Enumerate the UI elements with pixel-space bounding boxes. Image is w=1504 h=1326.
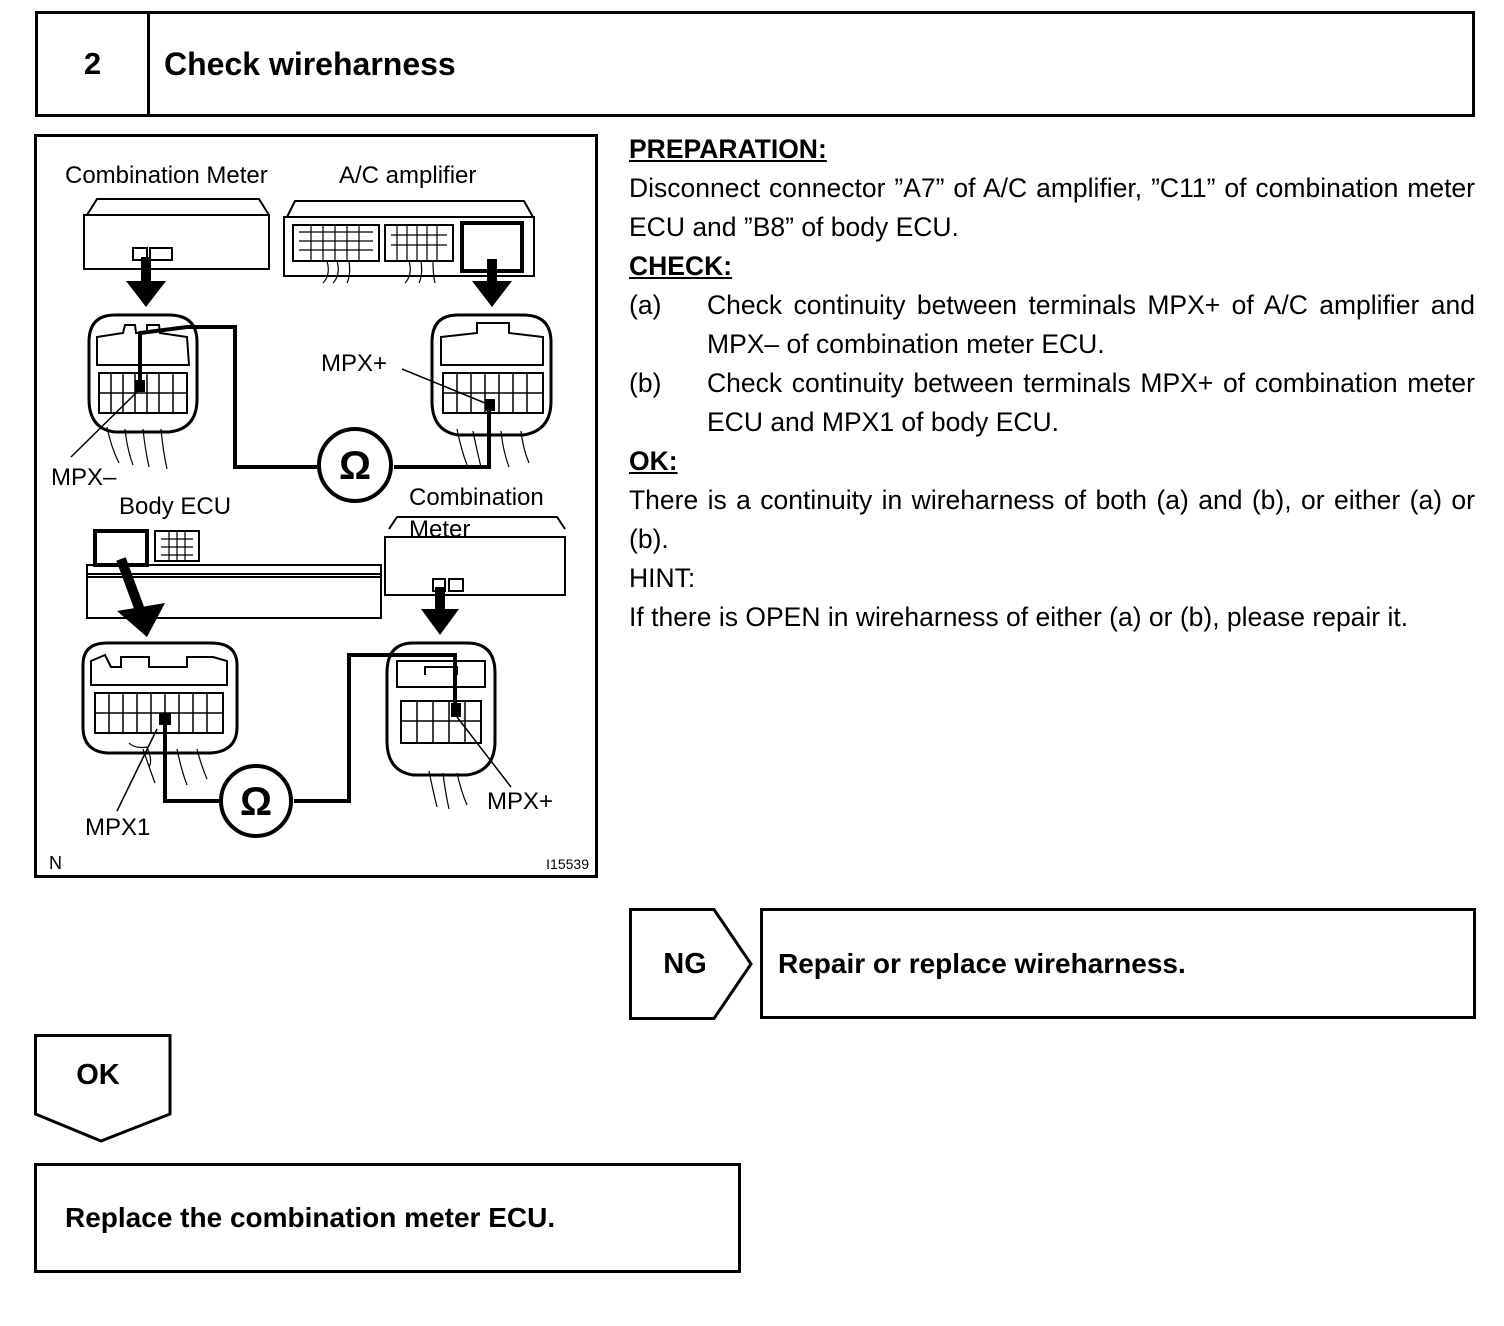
body-ecu-connector xyxy=(81,641,239,786)
check-item-marker: (a) xyxy=(629,290,662,320)
ac-amplifier-unit xyxy=(283,200,535,284)
preparation-heading: PREPARATION: xyxy=(629,134,827,164)
hint-heading: HINT: xyxy=(629,563,696,593)
combination-meter-unit-top xyxy=(83,198,270,270)
ok-tag xyxy=(34,1034,172,1143)
label-mpx-plus-bottom: MPX+ xyxy=(487,788,553,815)
ng-label: NG xyxy=(663,947,707,980)
arrow-body-ecu xyxy=(116,557,165,637)
ac-amplifier-connector xyxy=(430,313,553,468)
check-item: (b) Check continuity between terminals M… xyxy=(629,364,1475,442)
arrow-ac-amplifier xyxy=(472,259,512,307)
ok-text: There is a continuity in wireharness of … xyxy=(629,485,1475,554)
arrow-combination-meter-bottom xyxy=(421,587,459,635)
figure-corner-label: N xyxy=(49,853,62,873)
body-ecu-unit xyxy=(86,529,382,619)
label-combination-meter-top: Combination Meter xyxy=(65,162,268,189)
check-heading: CHECK: xyxy=(629,251,733,281)
figure-id: I15539 xyxy=(546,856,589,872)
instructions-panel: PREPARATION: Disconnect connector ”A7” o… xyxy=(629,130,1475,637)
wire-bottom xyxy=(163,653,457,803)
preparation-text: Disconnect connector ”A7” of A/C amplifi… xyxy=(629,173,1475,242)
step-title: Check wireharness xyxy=(164,45,456,82)
combination-meter-unit-bottom xyxy=(384,516,566,596)
label-mpx-minus: MPX– xyxy=(51,464,117,491)
ohm-symbol-top: Ω xyxy=(339,444,371,488)
wiring-diagram: Ω xyxy=(34,134,598,878)
wiring-diagram-svg: Ω xyxy=(49,162,589,873)
label-body-ecu: Body ECU xyxy=(119,493,231,520)
wire-top xyxy=(138,325,491,469)
leader-lines-bottom xyxy=(116,716,512,812)
label-mpx-plus-top: MPX+ xyxy=(321,350,387,377)
label-ac-amplifier: A/C amplifier xyxy=(339,162,476,189)
combination-meter-connector-bottom xyxy=(385,641,497,810)
ng-action-box: Repair or replace wireharness. xyxy=(760,908,1476,1019)
ohmmeter-bottom: Ω xyxy=(219,764,293,838)
ohmmeter-top: Ω xyxy=(317,427,393,503)
check-item: (a) Check continuity between terminals M… xyxy=(629,286,1475,364)
check-item-marker: (b) xyxy=(629,368,662,398)
ohm-symbol-bottom: Ω xyxy=(240,780,272,824)
check-item-text: Check continuity between terminals MPX+ … xyxy=(707,368,1475,437)
label-mpx1: MPX1 xyxy=(85,814,150,841)
check-item-text: Check continuity between terminals MPX+ … xyxy=(707,290,1475,359)
ok-action-text: Replace the combination meter ECU. xyxy=(65,1202,556,1233)
combination-meter-connector xyxy=(87,313,199,470)
ok-heading: OK: xyxy=(629,446,678,476)
arrow-combination-meter-top xyxy=(126,257,166,307)
leader-lines-top xyxy=(70,368,486,458)
ng-action-text: Repair or replace wireharness. xyxy=(778,947,1186,979)
step-number: 2 xyxy=(38,14,150,114)
label-meter-mid: Meter xyxy=(409,516,470,543)
ng-tag xyxy=(629,908,753,1020)
hint-text: If there is OPEN in wireharness of eithe… xyxy=(629,602,1409,632)
step-header: 2 Check wireharness xyxy=(35,11,1475,117)
ok-label: OK xyxy=(76,1058,120,1091)
label-combination-mid: Combination xyxy=(409,484,544,511)
ok-action-box: Replace the combination meter ECU. xyxy=(34,1163,741,1273)
